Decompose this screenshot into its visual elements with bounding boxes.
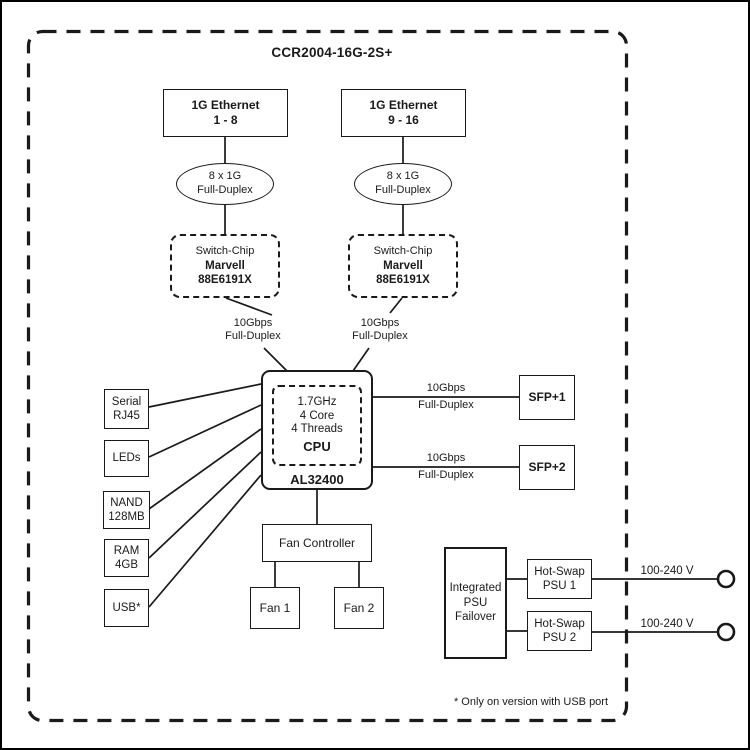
sfp2-link-duplex: Full-Duplex bbox=[418, 469, 474, 481]
line-ram-cpu bbox=[148, 451, 262, 559]
duplex2-line1: 8 x 1G bbox=[386, 170, 420, 183]
swlink2-duplex: Full-Duplex bbox=[352, 330, 408, 343]
line-serial-cpu bbox=[148, 383, 262, 408]
ram-box: RAM 4GB bbox=[104, 539, 149, 577]
sfp1-label: SFP+1 bbox=[528, 390, 566, 404]
cpu-threads: 4 Threads bbox=[291, 423, 343, 436]
switch2-model: 88E6191X bbox=[376, 273, 430, 286]
cpu-clock: 1.7GHz bbox=[297, 395, 337, 408]
failover-line1: Integrated bbox=[449, 582, 502, 595]
voltage-label-2: 100-240 V bbox=[640, 618, 694, 630]
sfp1-link-speed: 10Gbps bbox=[426, 382, 466, 394]
eth1-line2: 1 - 8 bbox=[213, 113, 238, 127]
duplex1-line2: Full-Duplex bbox=[197, 184, 253, 196]
switch1-cpu-link-label: 10Gbps Full-Duplex bbox=[213, 317, 293, 344]
switch2-vendor: Marvell bbox=[383, 259, 423, 272]
nand-line2: 128MB bbox=[108, 511, 145, 523]
device-boundary-dashed-border bbox=[26, 29, 629, 723]
cpu-label: CPU bbox=[303, 439, 331, 455]
serial-line2: RJ45 bbox=[113, 410, 140, 422]
leds-box: LEDs bbox=[104, 440, 149, 477]
voltage-label-1: 100-240 V bbox=[640, 565, 694, 577]
swlink1-speed: 10Gbps bbox=[233, 317, 273, 329]
switch1-vendor: Marvell bbox=[205, 259, 245, 272]
ram-line1: RAM bbox=[113, 544, 140, 557]
line-switch2-label bbox=[389, 297, 403, 314]
nand-box: NAND 128MB bbox=[103, 491, 150, 529]
duplex1-line1: 8 x 1G bbox=[208, 170, 242, 183]
serial-line1: Serial bbox=[111, 395, 142, 408]
sfp2-link-speed: 10Gbps bbox=[426, 452, 466, 464]
fan1-box: Fan 1 bbox=[250, 587, 300, 629]
eth2-line1: 1G Ethernet bbox=[369, 98, 438, 112]
sfp-plus-2-box: SFP+2 bbox=[519, 445, 575, 490]
sfp2-label: SFP+2 bbox=[528, 460, 566, 474]
eth2-line2: 9 - 16 bbox=[388, 113, 419, 127]
switch2-cpu-link-label: 10Gbps Full-Duplex bbox=[340, 317, 420, 344]
psu1-line1: Hot-Swap bbox=[534, 565, 585, 578]
usb-box: USB* bbox=[104, 589, 149, 627]
cpu-model: AL32400 bbox=[290, 471, 344, 487]
hot-swap-psu1-box: Hot-Swap PSU 1 bbox=[527, 559, 592, 599]
switch-chip-2-box: Switch-Chip Marvell 88E6191X bbox=[348, 234, 458, 298]
switch1-type: Switch-Chip bbox=[195, 244, 255, 257]
psu1-line2: PSU 1 bbox=[542, 580, 577, 592]
line-leds-cpu bbox=[148, 404, 262, 458]
sfp-plus-1-box: SFP+1 bbox=[519, 375, 575, 420]
duplex2-ellipse: 8 x 1G Full-Duplex bbox=[354, 163, 452, 205]
line-switch1-label bbox=[225, 297, 273, 316]
psu2-line2: PSU 2 bbox=[542, 632, 577, 644]
leds-label: LEDs bbox=[112, 452, 141, 465]
nand-line1: NAND bbox=[110, 496, 143, 509]
switch2-type: Switch-Chip bbox=[373, 244, 433, 257]
fan2-label: Fan 2 bbox=[343, 600, 375, 615]
switch1-model: 88E6191X bbox=[198, 273, 252, 286]
failover-line3: Failover bbox=[455, 611, 496, 624]
ram-line2: 4GB bbox=[114, 559, 138, 571]
sfp1-link-duplex: Full-Duplex bbox=[418, 399, 474, 411]
usb-label: USB* bbox=[112, 601, 141, 614]
diagram-title: CCR2004-16G-2S+ bbox=[271, 45, 393, 60]
line-label-cpu-left bbox=[263, 347, 288, 372]
line-label-cpu-right bbox=[352, 347, 370, 372]
cpu-cores: 4 Core bbox=[299, 409, 335, 422]
eth1-line1: 1G Ethernet bbox=[191, 98, 260, 112]
swlink1-duplex: Full-Duplex bbox=[225, 330, 281, 343]
fan1-label: Fan 1 bbox=[259, 600, 291, 615]
serial-rj45-box: Serial RJ45 bbox=[104, 389, 149, 429]
swlink2-speed: 10Gbps bbox=[360, 317, 400, 329]
cpu-box: 1.7GHz 4 Core 4 Threads CPU AL32400 bbox=[261, 370, 373, 490]
fan2-box: Fan 2 bbox=[334, 587, 384, 629]
usb-footnote: * Only on version with USB port bbox=[453, 696, 609, 708]
psu2-line1: Hot-Swap bbox=[534, 617, 585, 630]
duplex1-ellipse: 8 x 1G Full-Duplex bbox=[176, 163, 274, 205]
psu-failover-box: Integrated PSU Failover bbox=[444, 547, 507, 659]
line-nand-cpu bbox=[148, 428, 262, 510]
cpu-core-dashed-box: 1.7GHz 4 Core 4 Threads CPU bbox=[272, 385, 362, 466]
line-usb-cpu bbox=[148, 474, 262, 608]
eth-ports-9-16-box: 1G Ethernet 9 - 16 bbox=[341, 89, 466, 137]
connector-lines bbox=[148, 137, 718, 633]
eth-ports-1-8-box: 1G Ethernet 1 - 8 bbox=[163, 89, 288, 137]
fan-controller-box: Fan Controller bbox=[262, 524, 372, 562]
hot-swap-psu2-box: Hot-Swap PSU 2 bbox=[527, 611, 592, 651]
power-inlet-2-icon bbox=[716, 622, 736, 642]
switch-chip-1-box: Switch-Chip Marvell 88E6191X bbox=[170, 234, 280, 298]
fan-controller-label: Fan Controller bbox=[278, 535, 356, 550]
power-inlet-1-icon bbox=[716, 569, 736, 589]
failover-line2: PSU bbox=[463, 596, 488, 609]
duplex2-line2: Full-Duplex bbox=[375, 184, 431, 196]
